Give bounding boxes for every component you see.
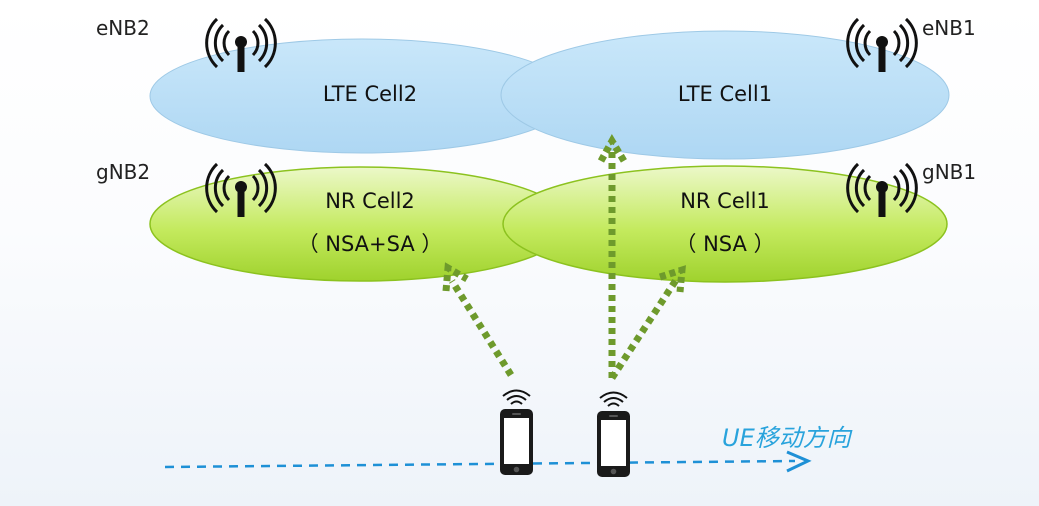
ue1-to-nr1-arrow — [609, 278, 679, 380]
arrowhead-lte1 — [597, 133, 628, 163]
ue2-phone-icon — [499, 389, 534, 476]
lte-cell2-label: LTE Cell2 — [322, 82, 418, 106]
nr-cell1-mode: （ NSA ） — [675, 232, 775, 256]
movement-arrowhead — [786, 450, 812, 473]
nr-cell2-name: NR Cell2 — [325, 189, 415, 213]
gnb2-label: gNB2 — [96, 160, 151, 184]
ue1-phone-icon — [596, 391, 631, 478]
ue-movement-arrow — [164, 459, 796, 469]
enb2-label: eNB2 — [96, 16, 150, 40]
nr-cell2-mode: （ NSA+SA ） — [297, 232, 443, 256]
ue-movement-label: UE移动方向 — [722, 424, 851, 452]
lte-cell1-ellipse — [500, 30, 950, 160]
nr-cell1-name: NR Cell1 — [680, 189, 770, 213]
lte-cell1-label: LTE Cell1 — [677, 82, 773, 106]
ue2-to-nr2-arrow — [449, 279, 514, 377]
gnb1-label: gNB1 — [922, 160, 977, 184]
arrowhead-nr2 — [442, 262, 469, 292]
arrowhead-nr1 — [658, 265, 686, 293]
enb1-label: eNB1 — [922, 16, 976, 40]
